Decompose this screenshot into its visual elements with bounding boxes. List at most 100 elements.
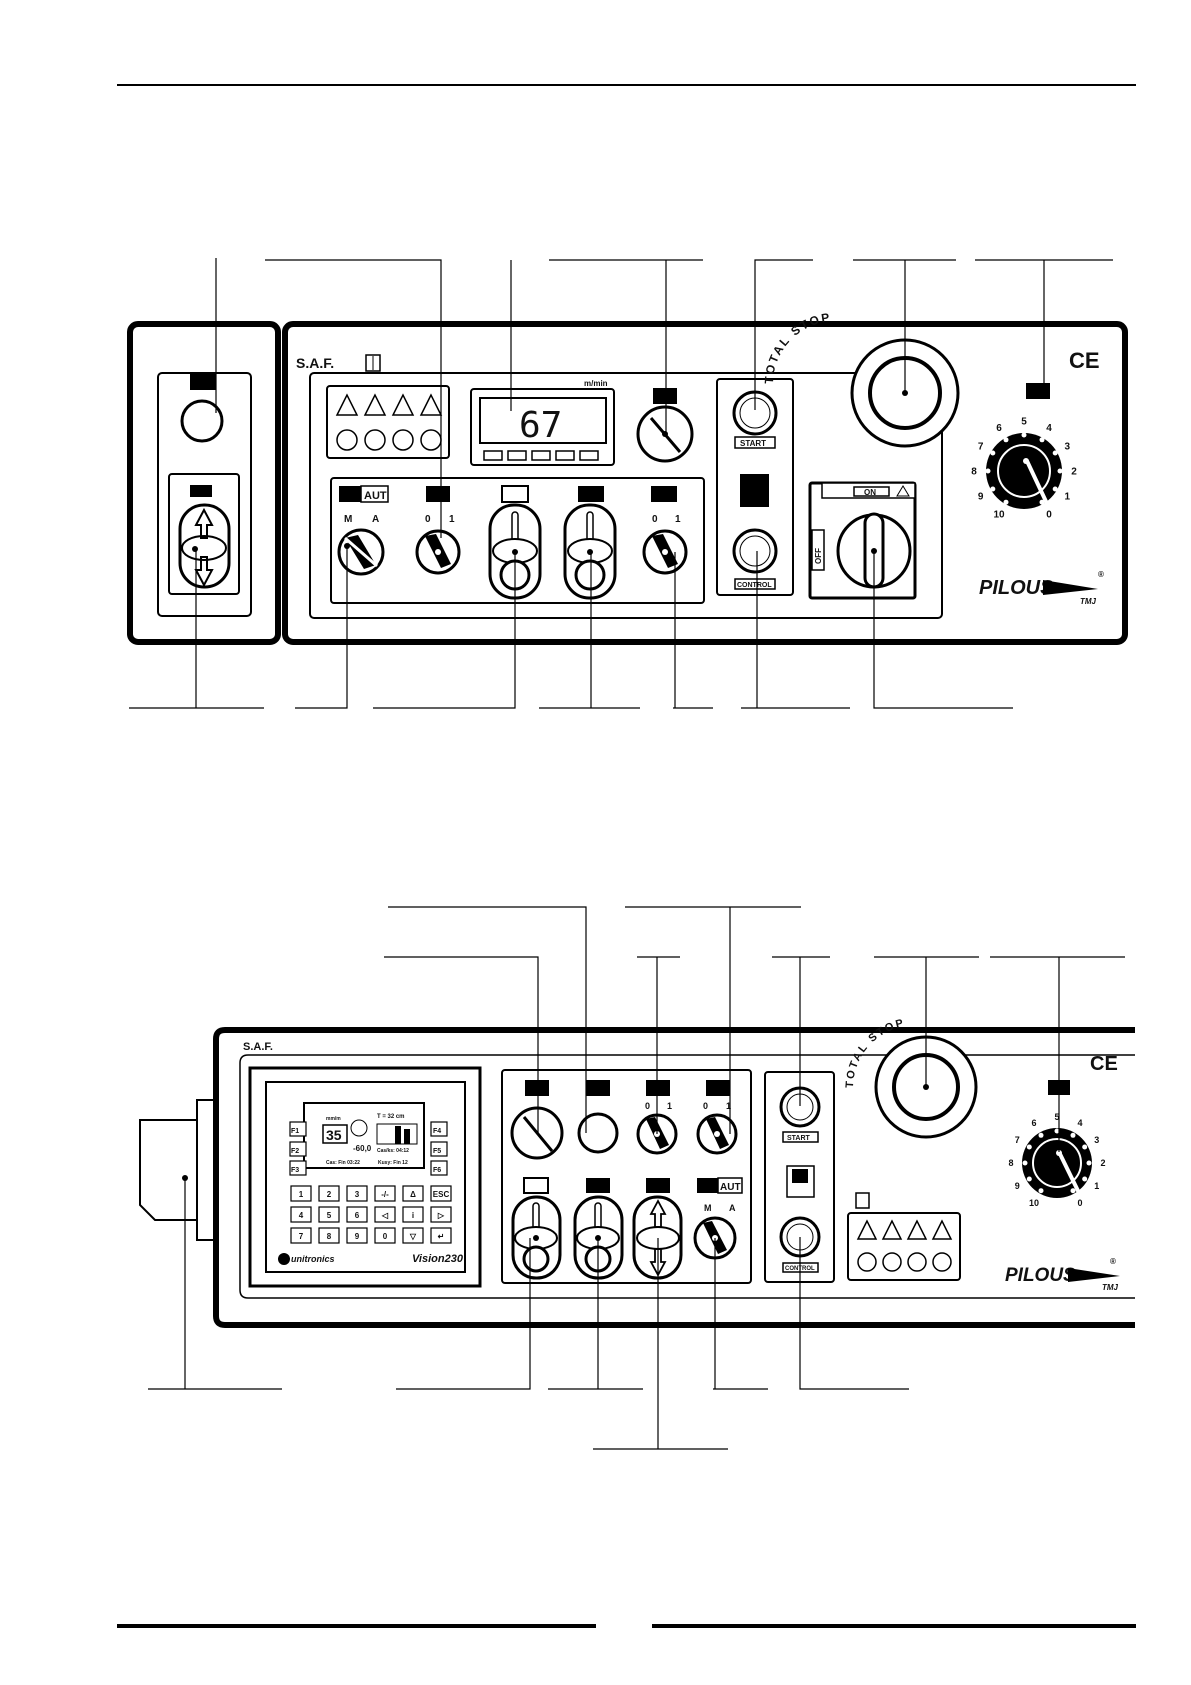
a-label: A: [372, 514, 379, 525]
dial-number: 0: [1077, 1198, 1082, 1208]
dial-tick: [985, 468, 991, 474]
hmi-key[interactable]: [318, 1227, 340, 1244]
side-push-button[interactable]: [180, 399, 224, 443]
ear-protection-icon: [392, 429, 414, 451]
warning-icons: [335, 393, 443, 451]
main-switch[interactable]: ON OFF: [808, 481, 917, 600]
dial-number: 9: [978, 491, 984, 502]
dial-number: 8: [971, 466, 977, 477]
hmi-key[interactable]: [346, 1206, 368, 1223]
hmi-key[interactable]: [374, 1206, 396, 1223]
side-box: [127, 321, 281, 645]
dial-tick: [1026, 1176, 1032, 1182]
updown-toggle-2[interactable]: [632, 1178, 683, 1280]
hmi-key[interactable]: [290, 1206, 312, 1223]
dial-number: 10: [993, 510, 1005, 521]
dial-tick: [990, 486, 996, 492]
speed-knob[interactable]: [636, 405, 694, 463]
hmi-key[interactable]: [430, 1227, 452, 1244]
pictogram-icon: [646, 1178, 670, 1193]
switch-01-a[interactable]: 0 1: [415, 486, 461, 575]
hmi-key[interactable]: [346, 1227, 368, 1244]
hmi-key-label: 9: [355, 1232, 360, 1241]
svg-text:Vision230: Vision230: [412, 1253, 464, 1265]
brand-label: S.A.F.: [296, 355, 334, 371]
start-button-2[interactable]: START: [779, 1086, 821, 1143]
warning-general-icon: [335, 393, 359, 416]
arrow-down-icon: [194, 556, 214, 588]
rocker-switch-c[interactable]: [511, 1177, 562, 1280]
hmi-key[interactable]: [430, 1185, 452, 1202]
hmi-key[interactable]: [346, 1185, 368, 1202]
one-label: 1: [726, 1101, 731, 1111]
hmi-key[interactable]: [318, 1185, 340, 1202]
m-label: M: [344, 514, 352, 525]
display-keys[interactable]: [483, 450, 599, 461]
hmi-key-label: ▽: [409, 1232, 417, 1241]
pictogram-icon: [586, 1178, 610, 1193]
pictogram-icon: [525, 1080, 549, 1096]
hmi-f-keys[interactable]: [289, 1121, 448, 1176]
speed-display: [470, 388, 615, 466]
reset-icon: [786, 1165, 815, 1198]
warning-icon: [896, 485, 910, 497]
dial-tick: [1052, 450, 1058, 456]
pictogram-icon: [190, 374, 216, 390]
hmi-screen-content: mm/m 35 -60,0 T = 32 cm Cas/ks: 04:12 Ca…: [322, 1114, 418, 1166]
helmet-icon: [336, 429, 358, 451]
pictogram-icon: [651, 486, 677, 502]
arrow-up-icon: [194, 507, 214, 539]
auto-icon: [697, 1178, 718, 1193]
mode-selector[interactable]: AUT M A: [337, 485, 389, 576]
updown-toggle[interactable]: [178, 503, 231, 589]
dial-tick: [1082, 1176, 1088, 1182]
hmi-key[interactable]: [402, 1227, 424, 1244]
safety-icons-box: [326, 385, 450, 459]
pictogram-icon: [1026, 383, 1050, 399]
off-label: OFF: [814, 548, 823, 564]
speed-knob-2[interactable]: [510, 1106, 564, 1160]
zero-label: 0: [652, 514, 658, 525]
switch-01-d[interactable]: 0 1: [696, 1080, 738, 1155]
leader-lines-top: [215, 258, 1113, 538]
leader-lines-panel2-top: [384, 906, 1125, 1152]
reset-icon: [740, 474, 769, 507]
pictogram-icon: [586, 1080, 610, 1096]
dial-tick: [1039, 437, 1045, 443]
start-label: START: [787, 1135, 811, 1142]
dial-number: 5: [1054, 1112, 1059, 1122]
control-button[interactable]: CONTROL: [732, 528, 778, 590]
svg-text:Kusy: Fin 12: Kusy: Fin 12: [378, 1160, 408, 1166]
hmi-key[interactable]: [374, 1227, 396, 1244]
leader-lines-panel2-bottom: [148, 1178, 909, 1450]
screen-icon: [501, 485, 529, 503]
dial-tick: [1022, 1160, 1028, 1166]
hmi-key[interactable]: [430, 1206, 452, 1223]
hmi-key-label: 1: [299, 1190, 304, 1199]
svg-text:F3: F3: [291, 1167, 299, 1174]
hmi-key[interactable]: [374, 1185, 396, 1202]
display-value: 67: [519, 405, 562, 446]
rocker-switch-b[interactable]: [563, 486, 617, 600]
pilous-logo: PILOUS TMJ ®: [979, 570, 1104, 606]
push-button-2[interactable]: [577, 1112, 619, 1154]
hmi-key-label: ◁: [381, 1211, 389, 1220]
hmi-key[interactable]: [290, 1185, 312, 1202]
start-button[interactable]: START: [732, 390, 778, 449]
dial-number: 2: [1100, 1158, 1105, 1168]
warning-icons-2: [856, 1219, 953, 1272]
dial-number: 3: [1094, 1135, 1099, 1145]
manual-icon: [365, 354, 381, 372]
hmi-key[interactable]: [290, 1227, 312, 1244]
hmi-key[interactable]: [402, 1206, 424, 1223]
dial-number: 10: [1029, 1198, 1039, 1208]
hmi-key[interactable]: [318, 1206, 340, 1223]
hmi-f-key-labels: F1 F2 F3 F4 F5 F6: [291, 1128, 441, 1174]
rocker-switch-a[interactable]: [488, 485, 542, 600]
hmi-key-label: 4: [299, 1211, 304, 1220]
a-label: A: [729, 1203, 736, 1213]
hmi-key[interactable]: [402, 1185, 424, 1202]
